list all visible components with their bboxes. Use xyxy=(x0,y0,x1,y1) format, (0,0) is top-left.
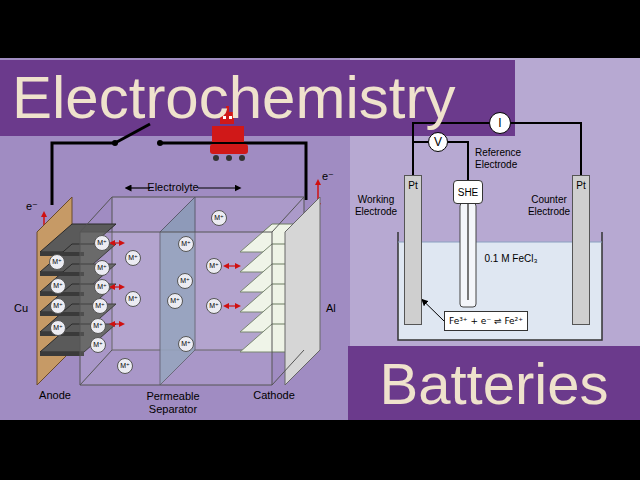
ion-circle: M⁺ xyxy=(92,298,108,314)
node-text: M⁺ xyxy=(120,362,130,370)
ion-circle: M⁺ xyxy=(206,298,222,314)
node-text: Fe³⁺ + e⁻ ⇌ Fe²⁺ xyxy=(449,316,523,326)
electrode-label: Reference Electrode xyxy=(475,147,537,170)
ion-circle: M⁺ xyxy=(177,273,193,289)
node-text: I xyxy=(498,116,501,130)
node-text: SHE xyxy=(458,187,479,198)
electron-label: e⁻ xyxy=(322,170,342,183)
ion-circle: M⁺ xyxy=(94,235,110,251)
node-text: M⁺ xyxy=(181,240,191,248)
solution-label: 0.1 M FeCl₃ xyxy=(476,253,546,265)
region-label: Electrolyte xyxy=(140,181,206,194)
leader-arrow xyxy=(422,300,444,322)
node-text: M⁺ xyxy=(180,277,190,285)
ion-circle: M⁺ xyxy=(50,298,66,314)
ion-circle: M⁺ xyxy=(90,318,106,334)
ion-circle: M⁺ xyxy=(178,336,194,352)
node-text: M⁺ xyxy=(97,283,107,291)
ion-circle: M⁺ xyxy=(117,358,133,374)
wire-connector xyxy=(413,142,428,175)
node-text: M⁺ xyxy=(209,302,219,310)
node-text: Pt xyxy=(576,180,585,191)
node-text: M⁺ xyxy=(53,324,63,332)
ion-circle: M⁺ xyxy=(50,278,66,294)
ammeter-circle: I xyxy=(489,112,511,134)
node-text: M⁺ xyxy=(214,214,224,222)
node-text: Pt xyxy=(408,180,417,191)
node-text: M⁺ xyxy=(97,264,107,272)
electron-label: e⁻ xyxy=(26,200,46,213)
ion-circle: M⁺ xyxy=(167,293,183,309)
metal-label: Al xyxy=(326,302,348,315)
working-electrode: Pt xyxy=(404,175,422,325)
ion-circle: M⁺ xyxy=(50,320,66,336)
electrode-label: Cathode xyxy=(246,389,302,402)
electrode-label: Counter Electrode xyxy=(524,194,574,217)
node-text: M⁺ xyxy=(128,295,138,303)
node-text: V xyxy=(434,135,442,149)
ion-circle: M⁺ xyxy=(49,254,65,270)
node-text: M⁺ xyxy=(53,302,63,310)
subtitle-band: Batteries xyxy=(348,346,640,420)
node-text: M⁺ xyxy=(93,341,103,349)
title-text: Electrochemistry xyxy=(12,62,455,134)
ion-circle: M⁺ xyxy=(125,250,141,266)
node-text: M⁺ xyxy=(93,322,103,330)
separator-label: Permeable Separator xyxy=(140,390,206,415)
node-text: M⁺ xyxy=(53,282,63,290)
wire-connector xyxy=(448,142,468,180)
ion-circle: M⁺ xyxy=(125,291,141,307)
electrode-label: Anode xyxy=(30,389,80,402)
reaction-box: Fe³⁺ + e⁻ ⇌ Fe²⁺ xyxy=(444,311,528,331)
node-text: M⁺ xyxy=(170,297,180,305)
electrode-label: Working Electrode xyxy=(350,194,402,217)
node-text: M⁺ xyxy=(52,258,62,266)
ion-circle: M⁺ xyxy=(94,260,110,276)
counter-electrode: Pt xyxy=(572,175,590,325)
ion-circle: M⁺ xyxy=(211,210,227,226)
voltmeter-circle: V xyxy=(428,132,448,152)
node-text: M⁺ xyxy=(95,302,105,310)
wire-connector xyxy=(511,123,581,175)
node-text: M⁺ xyxy=(181,340,191,348)
metal-label: Cu xyxy=(14,302,36,315)
node-text: M⁺ xyxy=(97,239,107,247)
ion-circle: M⁺ xyxy=(90,337,106,353)
node-text: Batteries xyxy=(380,350,609,417)
reference-electrode: SHE xyxy=(453,180,483,204)
node-text: M⁺ xyxy=(128,254,138,262)
ion-circle: M⁺ xyxy=(206,258,222,274)
node-text: M⁺ xyxy=(209,262,219,270)
ion-circle: M⁺ xyxy=(178,236,194,252)
ion-circle: M⁺ xyxy=(94,279,110,295)
